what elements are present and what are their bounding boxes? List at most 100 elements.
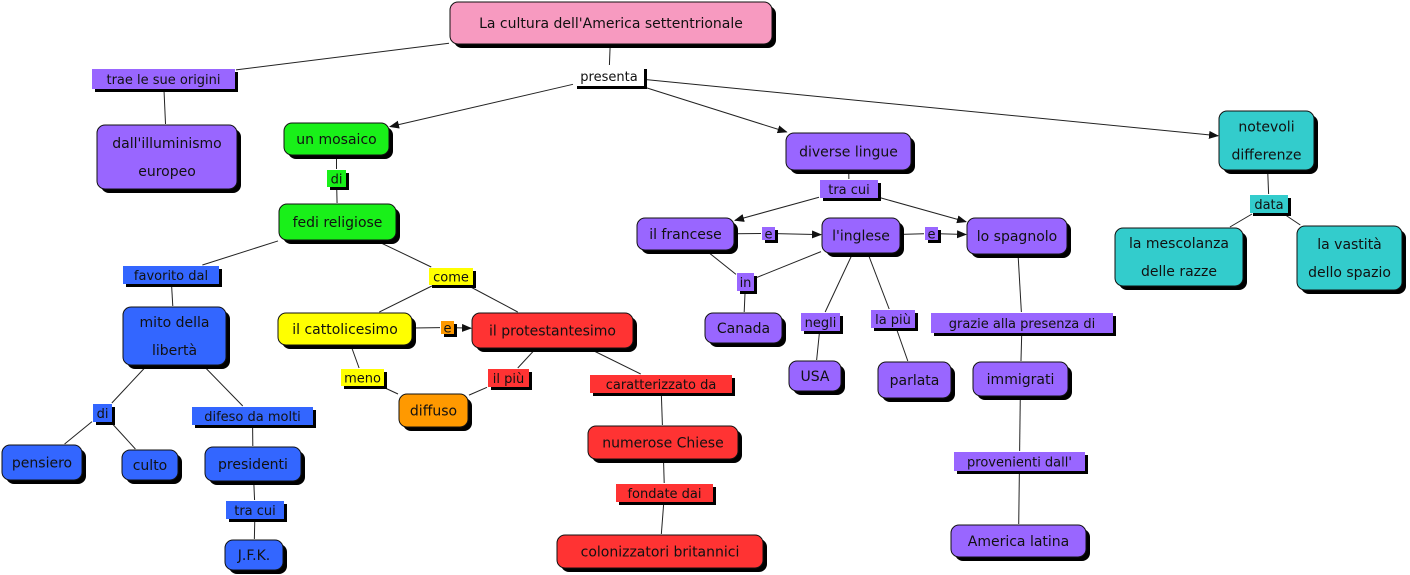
- connection-caratt-chiese: [660, 393, 663, 426]
- concept-usa[interactable]: USA: [788, 360, 845, 395]
- linking-phrase-grazie[interactable]: grazie alla presenza di: [931, 313, 1116, 336]
- concept-canada[interactable]: Canada: [704, 312, 786, 347]
- concept-illuminismo[interactable]: dall'illuminismo europeo: [96, 124, 241, 193]
- concept-protestantesimo[interactable]: il protestantesimo: [471, 312, 637, 352]
- concept-box: [96, 124, 238, 190]
- linking-phrase-label: grazie alla presenza di: [949, 317, 1096, 332]
- concept-label: presidenti: [218, 457, 288, 473]
- concept-box: [278, 203, 397, 241]
- concept-box: [785, 132, 912, 171]
- linking-phrase-favorito[interactable]: favorito dal: [123, 266, 222, 287]
- linking-phrase-label: meno: [344, 372, 381, 387]
- concept-lingue[interactable]: diverse lingue: [785, 132, 915, 174]
- concept-label: USA: [801, 369, 830, 385]
- linking-phrase-label: difeso da molti: [204, 410, 301, 425]
- concept-box: [277, 312, 413, 346]
- concept-box: [449, 1, 773, 45]
- connection-mito-difeso: [203, 365, 244, 407]
- concept-root[interactable]: La cultura dell'America settentrionale: [449, 1, 776, 48]
- concept-fedi[interactable]: fedi religiose: [278, 203, 400, 244]
- linking-phrase-e3[interactable]: e: [925, 227, 941, 243]
- linking-phrase-caratt[interactable]: caratterizzato da: [590, 375, 735, 396]
- linking-phrase-meno[interactable]: meno: [341, 369, 387, 389]
- concept-label: parlata: [890, 373, 940, 389]
- linking-phrase-provenienti[interactable]: provenienti dall': [954, 452, 1088, 474]
- concept-label: mito della: [140, 315, 210, 331]
- concept-box: [398, 393, 469, 428]
- concept-box: [966, 217, 1068, 255]
- linking-phrase-difeso[interactable]: difeso da molti: [192, 407, 316, 428]
- linking-phrase-tracui1[interactable]: tra cui: [226, 501, 287, 522]
- concept-label: lo spagnolo: [977, 229, 1057, 245]
- concept-box: [122, 306, 227, 366]
- linking-phrase-e1[interactable]: e: [441, 321, 457, 337]
- concept-pensiero[interactable]: pensiero: [1, 444, 86, 484]
- connection-presenta-differenze-arrow: [644, 79, 1219, 139]
- concept-culto[interactable]: culto: [121, 449, 182, 484]
- concept-label: colonizzatori britannici: [581, 545, 740, 561]
- linking-phrase-label: tra cui: [234, 504, 276, 519]
- connection-inglese-lapiu: [867, 253, 890, 310]
- linking-phrase-background: [429, 268, 473, 285]
- linking-phrase-e2[interactable]: e: [762, 227, 778, 243]
- linking-phrase-data[interactable]: data: [1250, 195, 1291, 216]
- concept-spagnolo[interactable]: lo spagnolo: [966, 217, 1071, 258]
- concept-mosaico[interactable]: un mosaico: [283, 122, 393, 159]
- concept-label: europeo: [138, 164, 196, 180]
- linking-phrase-fondate[interactable]: fondate dai: [616, 484, 716, 505]
- concept-box: [471, 312, 634, 349]
- linking-phrase-presenta[interactable]: presenta: [574, 66, 647, 89]
- concept-box: [121, 449, 179, 481]
- concept-francese[interactable]: il francese: [636, 217, 738, 254]
- linking-phrase-lapiu[interactable]: la più: [871, 310, 918, 331]
- linking-phrase-background: [192, 407, 313, 425]
- concept-box: [556, 534, 764, 569]
- concept-americalatina[interactable]: America latina: [950, 524, 1090, 561]
- linking-phrases-layer: trae le sue origini presenta di favorito da…: [92, 66, 1291, 522]
- concept-box: [1296, 225, 1403, 291]
- concept-immigrati[interactable]: immigrati: [972, 361, 1072, 400]
- concept-parlata[interactable]: parlata: [877, 361, 955, 402]
- linking-phrase-ilpiu[interactable]: il più: [488, 369, 532, 390]
- connection-differenze-data: [1267, 170, 1270, 195]
- concept-diffuso[interactable]: diffuso: [398, 393, 472, 431]
- connections-layer: [64, 42, 1301, 540]
- linking-phrase-trae[interactable]: trae le sue origini: [92, 69, 238, 92]
- concept-box: [877, 361, 952, 399]
- linking-phrase-background: [574, 66, 644, 86]
- concept-chiese[interactable]: numerose Chiese: [587, 425, 742, 463]
- connection-trae-illuminismo: [163, 89, 167, 125]
- concept-label: l'inglese: [832, 229, 890, 245]
- concept-label: diffuso: [410, 404, 457, 420]
- concept-label: dall'illuminismo: [112, 136, 221, 152]
- concept-colonizzatori[interactable]: colonizzatori britannici: [556, 534, 767, 572]
- linking-phrase-negli[interactable]: negli: [801, 313, 843, 334]
- linking-phrase-di1[interactable]: di: [327, 170, 349, 190]
- linking-phrase-label: di: [331, 173, 343, 188]
- concept-label: numerose Chiese: [602, 436, 723, 452]
- connection-immigrati-provenienti: [1019, 396, 1021, 452]
- concept-presidenti[interactable]: presidenti: [204, 446, 305, 485]
- concept-inglese[interactable]: l'inglese: [821, 217, 904, 257]
- linking-phrase-in[interactable]: in: [737, 273, 757, 294]
- linking-phrase-di2[interactable]: di: [93, 404, 115, 425]
- linking-phrase-label: provenienti dall': [967, 456, 1072, 471]
- concept-label: immigrati: [987, 372, 1055, 388]
- concept-label: culto: [133, 458, 168, 474]
- connection-come-cattolicesimo: [379, 285, 433, 313]
- linking-phrase-background: [931, 313, 1113, 333]
- concept-label: dello spazio: [1308, 265, 1391, 281]
- linking-phrase-come[interactable]: come: [429, 268, 476, 288]
- concept-label: notevoli: [1238, 120, 1294, 136]
- linking-phrase-label: data: [1254, 198, 1283, 213]
- linking-phrase-tracui2[interactable]: tra cui: [820, 180, 881, 201]
- connection-francese-in: [706, 250, 737, 275]
- concept-jfk[interactable]: J.F.K.: [224, 539, 287, 574]
- concept-cattolicesimo[interactable]: il cattolicesimo: [277, 312, 416, 349]
- connection-fedi-come: [376, 240, 432, 268]
- connection-protestantesimo-ilpiu: [517, 348, 536, 369]
